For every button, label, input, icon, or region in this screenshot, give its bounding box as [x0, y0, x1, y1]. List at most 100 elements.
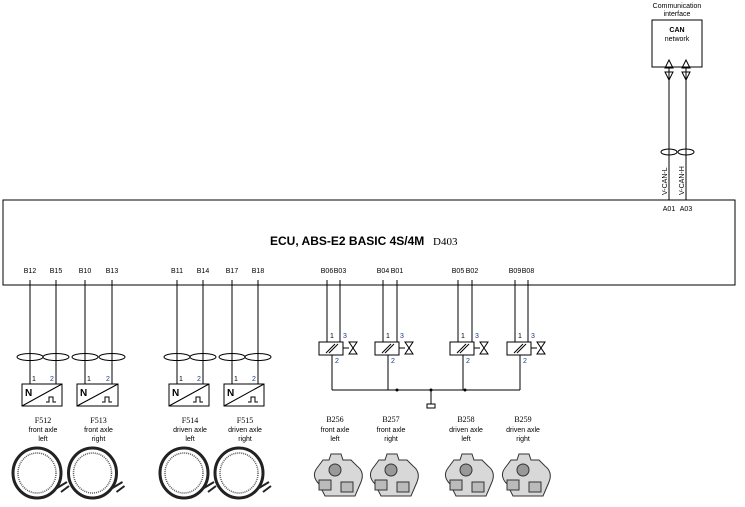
valve-id: B256: [326, 415, 343, 424]
solenoid-coil-icon: [513, 343, 527, 354]
ecu-pin-label: B01: [391, 268, 404, 275]
sensor-box-label: N: [172, 388, 179, 399]
valve-port-shape: [396, 481, 410, 493]
bidirectional-arrow-icon: [664, 58, 674, 82]
valve-location: left: [461, 436, 470, 443]
ground-icon: [426, 403, 436, 409]
sensor-pin-number: 1: [87, 376, 91, 383]
pulse-signal-icon: [248, 396, 258, 403]
tone-ring-teeth-icon: [17, 452, 57, 494]
sensor-location: left: [38, 436, 47, 443]
valve-location: driven axle: [449, 427, 483, 434]
modulator-valve-image: [369, 453, 419, 497]
valve-pin-number: 1: [518, 333, 522, 340]
sensor-location: right: [92, 436, 106, 443]
ecu-pin-label: B03: [334, 268, 347, 275]
sensor-probe-icon: [203, 481, 217, 493]
sensor-id: F512: [35, 416, 51, 425]
can-pin-label: A01: [663, 206, 676, 213]
valve-location: front axle: [377, 427, 406, 434]
twisted-pair-icon: [244, 353, 272, 361]
modulator-valve-image: [444, 453, 494, 497]
can-box-label: CAN: [669, 27, 684, 34]
sensor-probe-icon: [111, 481, 126, 493]
valve-pin-number: 3: [531, 333, 535, 340]
ecu-code: D403: [433, 236, 458, 248]
ecu-pin-label: B12: [24, 268, 37, 275]
ecu-title: ECU, ABS-E2 BASIC 4S/4M: [270, 234, 424, 248]
valve-pin-number: 2: [391, 358, 395, 365]
junction-dot: [395, 388, 399, 392]
valve-port-shape: [328, 463, 342, 477]
valve-port-shape: [384, 463, 398, 477]
valve-location: right: [516, 436, 530, 443]
can-network-box: [651, 19, 703, 68]
sensor-pin-number: 2: [197, 376, 201, 383]
valve-pin-number: 3: [400, 333, 404, 340]
solenoid-coil-icon: [325, 343, 339, 354]
valve-id: B257: [382, 415, 399, 424]
ecu-box: [2, 199, 736, 286]
tone-ring-teeth-icon: [164, 452, 204, 494]
ecu-pin-label: B09: [509, 268, 522, 275]
valve-location: driven axle: [506, 427, 540, 434]
can-caption: Communication: [653, 3, 702, 10]
valve-location: right: [384, 436, 398, 443]
pulse-signal-icon: [102, 396, 112, 403]
valve-port-shape: [471, 481, 485, 493]
sensor-pin-number: 1: [32, 376, 36, 383]
modulator-valve-image: [501, 453, 551, 497]
ecu-pin-label: B05: [452, 268, 465, 275]
valve-port-shape: [374, 479, 388, 491]
sensor-box-label: N: [227, 388, 234, 399]
can-caption: interface: [664, 11, 691, 18]
sensor-location: front axle: [84, 427, 113, 434]
sensor-id: F513: [90, 416, 106, 425]
sensor-id: F514: [182, 416, 198, 425]
tone-ring-icon: [213, 446, 265, 500]
sensor-location: driven axle: [228, 427, 262, 434]
valve-location: front axle: [321, 427, 350, 434]
valve-pin-number: 1: [386, 333, 390, 340]
valve-icon: [404, 341, 414, 355]
valve-port-shape: [459, 463, 473, 477]
valve-port-shape: [449, 479, 463, 491]
ecu-pin-label: B10: [79, 268, 92, 275]
valve-pin-number: 3: [475, 333, 479, 340]
valve-location: left: [330, 436, 339, 443]
sensor-location: right: [238, 436, 252, 443]
sensor-diagonal: [223, 383, 265, 407]
pulse-signal-icon: [46, 396, 56, 403]
valve-port-shape: [528, 481, 542, 493]
can-box-label: network: [665, 36, 690, 43]
valve-port-shape: [516, 463, 530, 477]
can-signal-label: V-CAN-L: [662, 167, 669, 195]
sensor-box: [21, 383, 63, 407]
ecu-pin-label: B13: [106, 268, 119, 275]
sensor-location: driven axle: [173, 427, 207, 434]
sensor-id: F515: [237, 416, 253, 425]
tone-ring-teeth-icon: [72, 452, 113, 494]
sensor-probe-icon: [56, 481, 70, 493]
can-pin-label: A03: [680, 206, 693, 213]
pulse-signal-icon: [193, 396, 203, 403]
sensor-box-label: N: [25, 388, 32, 399]
ecu-pin-label: B15: [50, 268, 63, 275]
valve-pin-number: 3: [343, 333, 347, 340]
sensor-probe-icon: [258, 481, 272, 493]
valve-icon: [348, 341, 358, 355]
ecu-pin-label: B14: [197, 268, 210, 275]
ecu-pin-label: B08: [522, 268, 535, 275]
ecu-pin-label: B18: [252, 268, 265, 275]
tone-ring-teeth-icon: [219, 452, 259, 494]
sensor-pin-number: 2: [106, 376, 110, 383]
sensor-diagonal: [168, 383, 210, 407]
solenoid-coil-icon: [456, 343, 470, 354]
sensor-location: front axle: [29, 427, 58, 434]
valve-id: B258: [457, 415, 474, 424]
